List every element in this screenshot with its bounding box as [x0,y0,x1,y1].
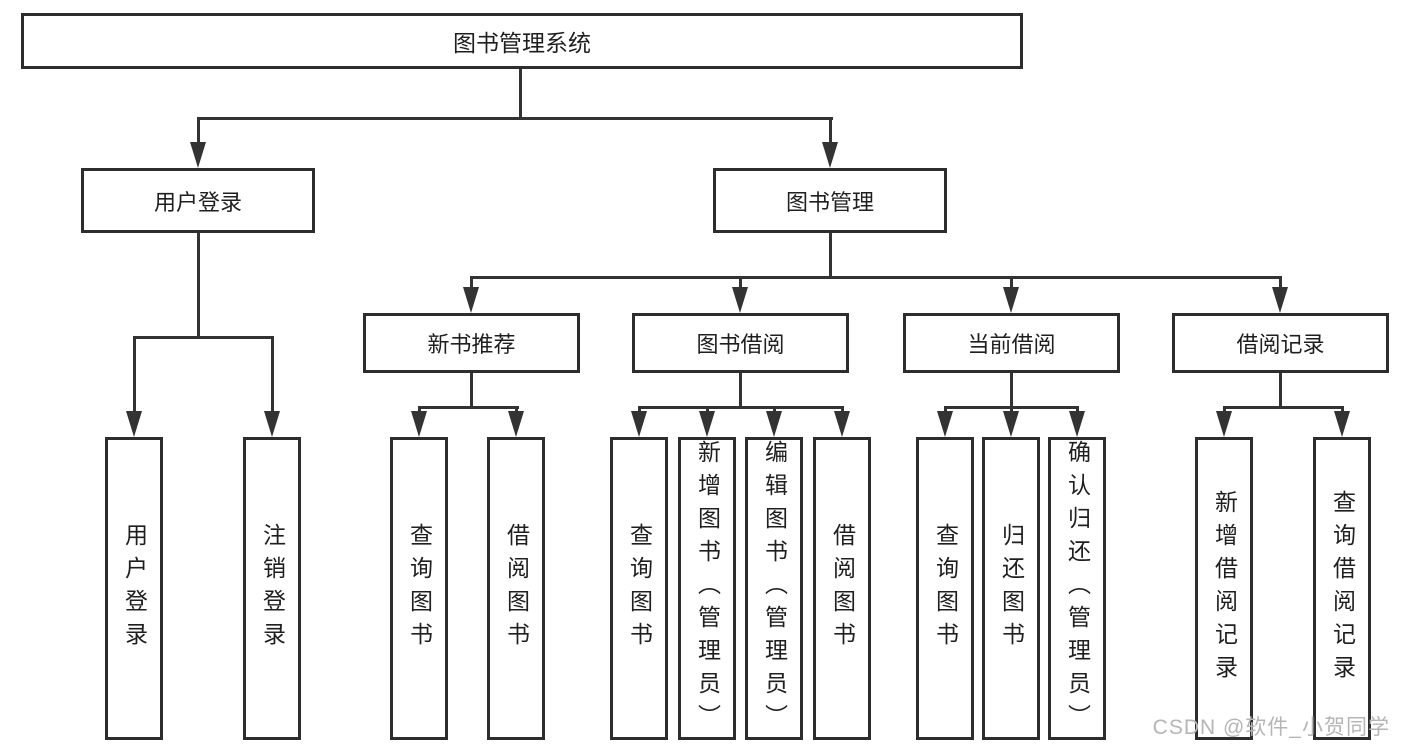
csdn-watermark: CSDN @软件_小贺同学 [1152,716,1390,739]
leaf-logout: 注销登录 [243,437,301,740]
arrow-down-icon [732,287,748,313]
leaf-query-book-recommend: 查询图书 [390,437,448,740]
leaf-confirm-return-admin: 确认归还（管理员） [1048,437,1106,740]
connector-line-vertical [1076,406,1079,414]
connector-line-vertical [197,117,200,143]
connector-line-vertical [1223,406,1226,414]
arrow-down-icon [1272,287,1288,313]
arrow-down-icon [1216,411,1232,437]
connector-line-horizontal [470,276,1282,279]
connector-line-vertical [515,406,518,414]
connector-line-vertical [739,371,742,409]
leaf-edit-book-admin: 编辑图书（管理员） [745,437,803,740]
connector-line-vertical [829,231,832,279]
connector-line-vertical [1010,371,1013,409]
arrow-down-icon [264,411,280,437]
connector-line-vertical [1279,276,1282,290]
node-user-login: 用户登录 [81,168,315,233]
connector-line-horizontal [638,406,844,409]
arrow-down-icon [699,411,715,437]
connector-line-vertical [706,406,709,414]
connector-line-vertical [470,371,473,409]
node-book-management: 图书管理 [713,168,947,233]
arrow-down-icon [1334,411,1350,437]
arrow-down-icon [190,142,206,168]
arrow-down-icon [766,411,782,437]
arrow-down-icon [411,411,427,437]
connector-line-vertical [638,406,641,414]
connector-line-horizontal [197,117,833,120]
connector-line-vertical [739,276,742,290]
connector-line-vertical [944,406,947,414]
connector-line-vertical [841,406,844,414]
connector-line-vertical [418,406,421,414]
connector-line-vertical [1341,406,1344,414]
leaf-borrow-book: 借阅图书 [813,437,871,740]
leaf-query-book-borrowing: 查询图书 [610,437,668,740]
arrow-down-icon [1003,287,1019,313]
connector-line-vertical [829,117,832,143]
leaf-user-login: 用户登录 [105,437,163,740]
connector-line-vertical [271,336,274,414]
node-book-borrowing: 图书借阅 [632,313,849,373]
connector-line-vertical [1279,371,1282,409]
arrow-down-icon [822,142,838,168]
arrow-down-icon [508,411,524,437]
arrow-down-icon [834,411,850,437]
connector-line-horizontal [1223,406,1344,409]
leaf-add-borrow-record: 新增借阅记录 [1195,437,1253,740]
connector-line-vertical [133,336,136,414]
connector-line-vertical [773,406,776,414]
arrow-down-icon [1069,411,1085,437]
connector-line-horizontal [133,336,274,339]
leaf-add-book-admin: 新增图书（管理员） [678,437,736,740]
connector-line-vertical [1010,406,1013,414]
arrow-down-icon [463,287,479,313]
leaf-query-book-current: 查询图书 [916,437,974,740]
node-library-management-system: 图书管理系统 [21,13,1023,69]
node-current-borrowing: 当前借阅 [903,313,1120,373]
connector-line-horizontal [418,406,519,409]
connector-line-vertical [1010,276,1013,290]
leaf-return-book: 归还图书 [982,437,1040,740]
leaf-borrow-book-recommend: 借阅图书 [487,437,545,740]
node-borrowing-records: 借阅记录 [1172,313,1389,373]
connector-line-vertical [197,231,200,337]
arrow-down-icon [126,411,142,437]
arrow-down-icon [1003,411,1019,437]
connector-line-vertical [470,276,473,290]
arrow-down-icon [937,411,953,437]
leaf-query-borrow-record: 查询借阅记录 [1313,437,1371,740]
arrow-down-icon [631,411,647,437]
node-new-book-recommendation: 新书推荐 [363,313,580,373]
connector-line-vertical [519,68,522,119]
